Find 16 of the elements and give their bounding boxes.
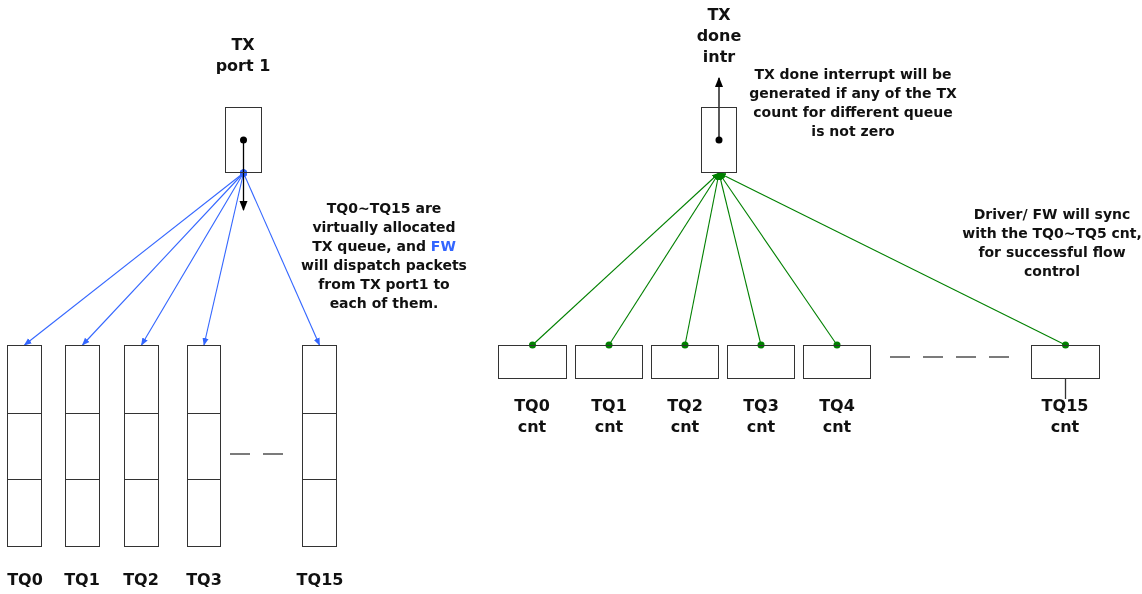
node-label: TQ1 [63, 569, 101, 590]
node-label: TQ1 cnt [590, 395, 628, 437]
node-label: TQ2 [122, 569, 160, 590]
note-text: TQ0~TQ15 are virtually allocated TX queue, and FW will dispatch packets from TX port1 to each of them. [300, 199, 468, 313]
node-label: TQ3 cnt [742, 395, 780, 437]
node-label: TQ0 cnt [513, 395, 551, 437]
node-label: TX done intr [695, 4, 743, 67]
node-label: TQ15 [295, 569, 345, 590]
node-label: TQ4 cnt [818, 395, 856, 437]
node-label: TQ2 cnt [666, 395, 704, 437]
node-label: TQ15 cnt [1040, 395, 1090, 437]
node-label: TQ0 [6, 569, 44, 590]
node-label: TQ3 [185, 569, 223, 590]
note-text: Driver/ FW will sync with the TQ0~TQ5 cnt, for successful flow control [962, 205, 1142, 281]
node-label: TX port 1 [214, 34, 272, 76]
note-text: TX done interrupt will be generated if any of the TX count for different queue is not zero [748, 65, 958, 141]
